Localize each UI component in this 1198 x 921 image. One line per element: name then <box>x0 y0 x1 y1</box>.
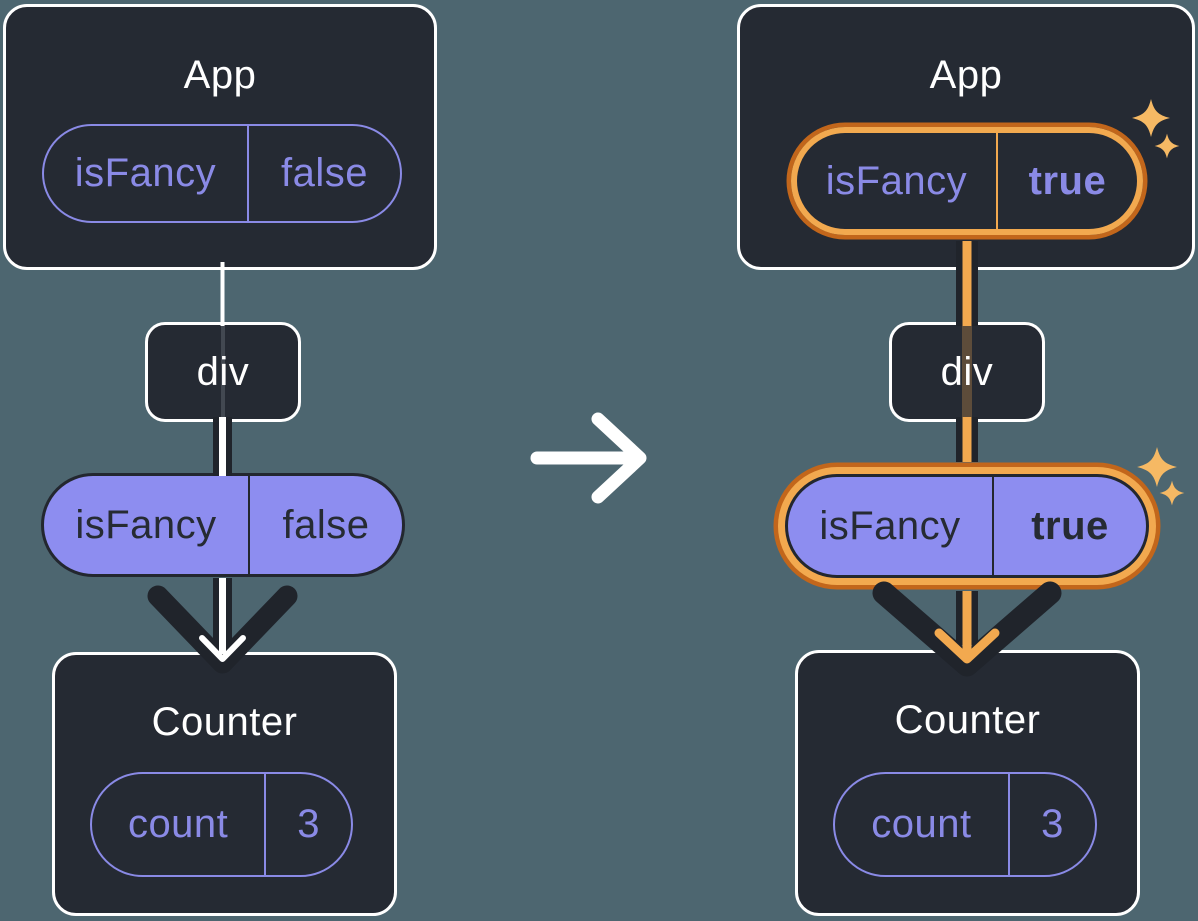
state-value: 3 <box>1007 774 1095 875</box>
pass-through-line <box>962 325 972 419</box>
state-value: 3 <box>264 774 351 875</box>
app-prop-pill: isFancy false <box>42 124 402 223</box>
app-prop-pill-highlighted: isFancy true <box>791 127 1143 235</box>
prop-name: isFancy <box>75 502 217 547</box>
div-element-label: div <box>940 350 994 394</box>
counter-state-pill: count 3 <box>90 772 353 877</box>
prop-name: isFancy <box>819 503 961 548</box>
prop-value: false <box>246 126 400 221</box>
app-component-title: App <box>929 53 1003 97</box>
prop-name: isFancy <box>825 158 968 203</box>
passed-prop-pill-highlighted: isFancy true <box>785 474 1149 578</box>
div-element-label: div <box>196 350 250 394</box>
prop-name: isFancy <box>74 151 217 195</box>
state-name: count <box>871 802 972 846</box>
prop-value: false <box>248 476 402 574</box>
sparkle-icon <box>1159 480 1185 506</box>
transition-arrow-icon <box>530 412 647 504</box>
counter-state-pill: count 3 <box>833 772 1097 877</box>
counter-component-title: Counter <box>151 700 298 744</box>
prop-value: true <box>992 477 1146 575</box>
arrow-pill-to-counter-before <box>147 578 298 674</box>
state-name: count <box>127 802 229 846</box>
pass-through-line <box>221 325 225 419</box>
prop-value: true <box>995 133 1137 229</box>
counter-component-title: Counter <box>894 698 1041 742</box>
passed-prop-pill: isFancy false <box>41 473 405 577</box>
app-component-title: App <box>183 53 257 97</box>
div-element-card <box>889 322 1045 422</box>
